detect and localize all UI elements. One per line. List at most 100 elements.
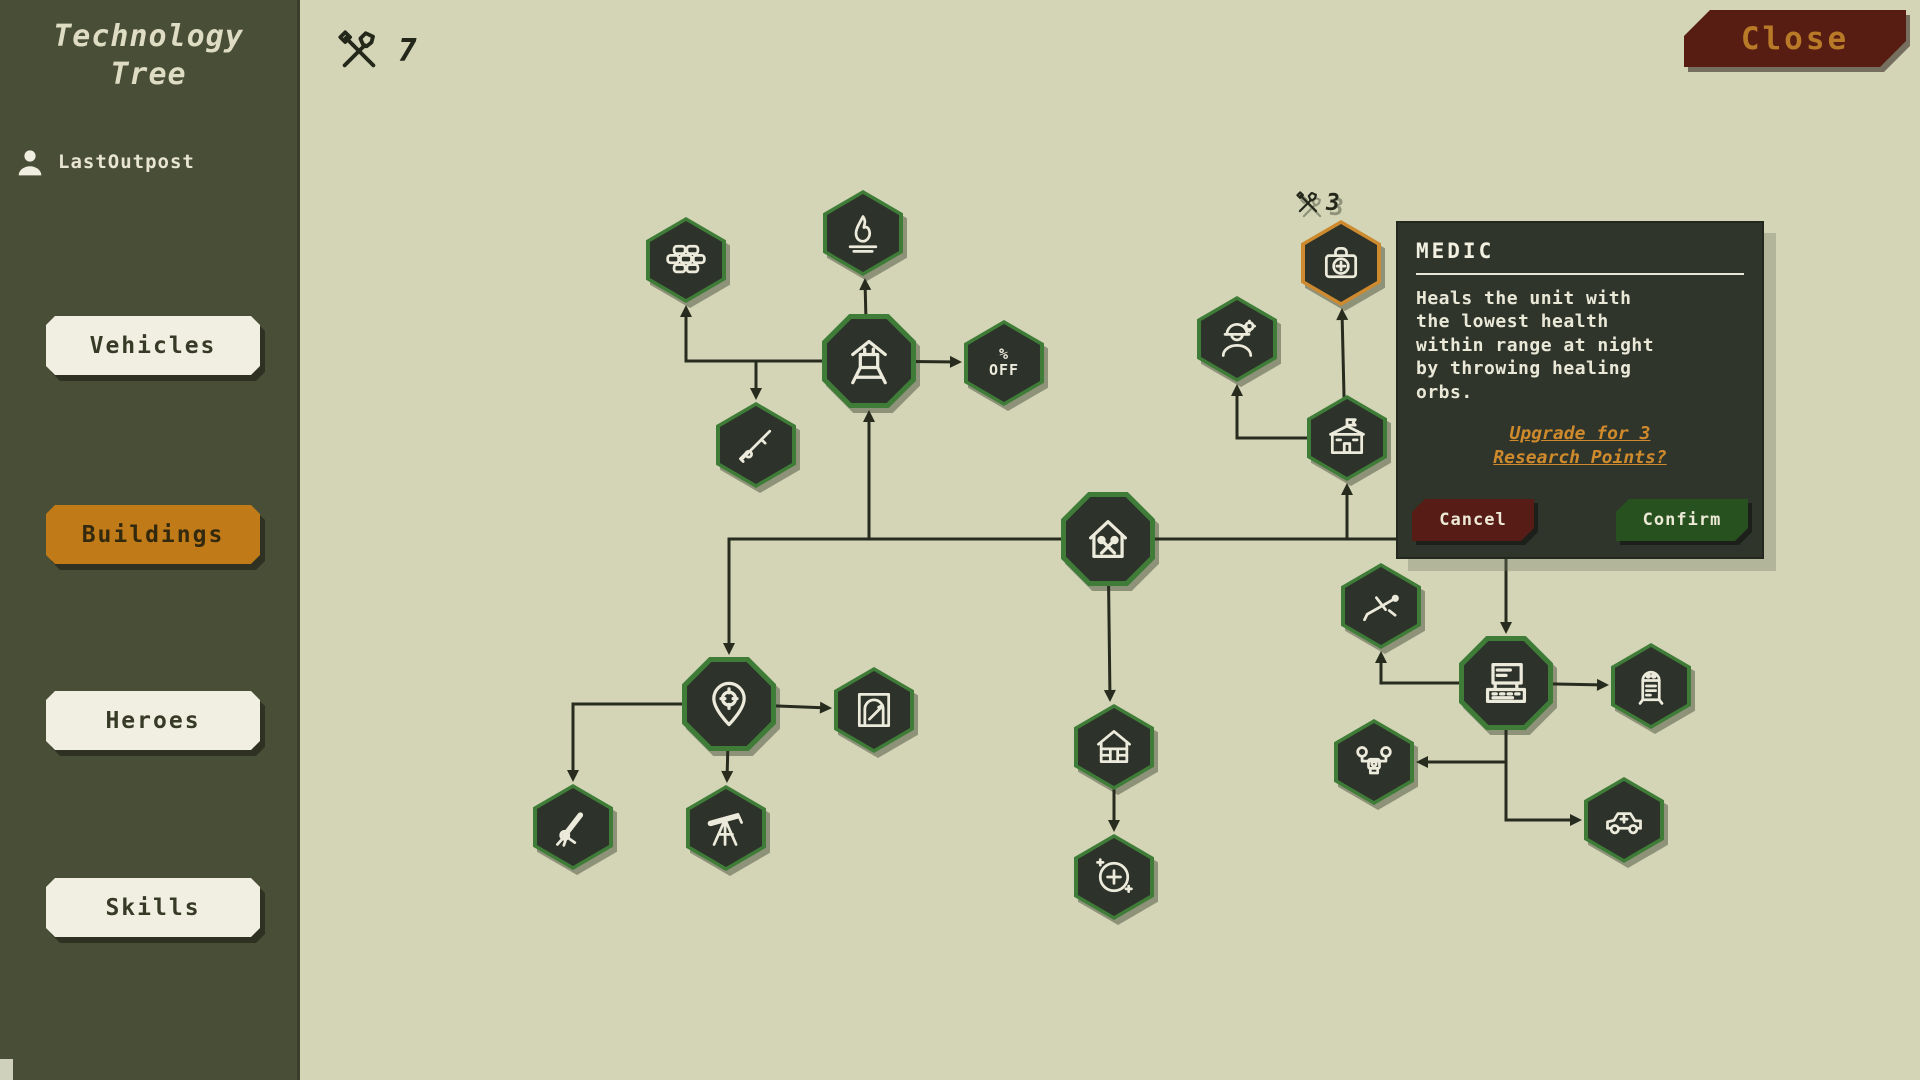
medic-car-icon <box>1606 812 1642 835</box>
tab-heroes[interactable]: Heroes <box>46 691 260 750</box>
command-center-icon <box>1485 662 1527 704</box>
node-border <box>533 784 613 870</box>
node-face <box>1078 838 1150 916</box>
fire-trap-icon <box>848 215 878 253</box>
node-border <box>822 314 916 408</box>
node-border <box>1197 296 1277 382</box>
tech-node-school[interactable] <box>1307 395 1387 481</box>
tech-node-scout-pin[interactable] <box>682 657 776 751</box>
user-name: LastOutpost <box>58 151 195 173</box>
confirm-button[interactable]: Confirm <box>1616 499 1748 541</box>
node-border <box>1341 563 1421 649</box>
node-border <box>1074 834 1154 920</box>
tech-node-fire-trap[interactable] <box>823 190 903 276</box>
close-button[interactable]: Close <box>1684 10 1906 67</box>
tooltip-divider <box>1416 273 1744 275</box>
tech-node-medic[interactable]: 3 <box>1296 190 1381 306</box>
tech-node-rifleman[interactable] <box>716 402 796 488</box>
node-face <box>1338 723 1410 801</box>
node-face <box>537 788 609 866</box>
sidebar: Technology Tree LastOutpost Vehicles Bui… <box>0 0 300 1080</box>
tech-node-heal-station[interactable] <box>1074 834 1154 920</box>
tree-edge <box>567 702 729 782</box>
upgrade-link[interactable]: Upgrade for 3 Research Points? <box>1493 422 1667 469</box>
mortar-icon <box>556 812 584 847</box>
node-border <box>834 667 914 753</box>
cancel-button[interactable]: Cancel <box>1412 499 1534 541</box>
tech-node-workshop[interactable] <box>1061 492 1155 586</box>
node-face <box>687 662 771 746</box>
robot-icon <box>1638 670 1664 705</box>
node-border <box>716 402 796 488</box>
tree-edge <box>723 537 1108 655</box>
node-border <box>1459 636 1553 730</box>
tooltip-description: Heals the unit with the lowest health wi… <box>1416 288 1655 403</box>
tech-node-watchtower[interactable] <box>822 314 916 408</box>
node-border <box>1301 220 1381 306</box>
engineer-icon <box>1221 319 1256 357</box>
node-border <box>1584 777 1664 863</box>
node-face <box>1588 781 1660 859</box>
tech-node-plane[interactable] <box>1341 563 1421 649</box>
plane-icon <box>1363 594 1399 622</box>
node-border <box>1334 719 1414 805</box>
sniper-tripod-icon <box>707 812 743 846</box>
node-face <box>1345 567 1417 645</box>
tech-node-discount[interactable]: %OFF <box>964 320 1044 406</box>
crossed-tools-icon <box>338 30 376 68</box>
crossed-tools-icon <box>1296 191 1318 213</box>
sandbags-icon <box>666 244 706 274</box>
node-border <box>1611 643 1691 729</box>
node-face: %OFF <box>968 324 1040 402</box>
scout-pin-icon <box>712 681 746 727</box>
cabin-icon <box>1097 730 1131 764</box>
node-border <box>1061 492 1155 586</box>
tech-node-drone[interactable] <box>1334 719 1414 805</box>
tech-node-medic-car[interactable] <box>1584 777 1664 863</box>
tab-buildings[interactable]: Buildings <box>46 505 260 564</box>
window-turret-icon <box>857 693 891 727</box>
node-face <box>838 671 910 749</box>
node-border <box>1074 704 1154 790</box>
node-face <box>827 194 899 272</box>
tech-node-cabin[interactable] <box>1074 704 1154 790</box>
node-face <box>650 221 722 299</box>
upgrade-cost: 3 <box>1326 190 1340 216</box>
upgrade-cost-badge: 3 <box>1295 190 1340 216</box>
node-face <box>720 406 792 484</box>
tooltip-actions: Cancel Confirm <box>1412 499 1748 541</box>
person-icon <box>14 146 46 178</box>
node-face <box>1464 641 1548 725</box>
node-label: %OFF <box>988 345 1020 379</box>
node-border <box>823 190 903 276</box>
research-points: 7 <box>336 28 417 74</box>
tech-node-sandbags[interactable] <box>646 217 726 303</box>
node-border <box>646 217 726 303</box>
tech-node-sniper-tripod[interactable] <box>686 785 766 871</box>
drone-icon <box>1356 746 1392 775</box>
node-border <box>682 657 776 751</box>
tech-node-robot[interactable] <box>1611 643 1691 729</box>
node-border <box>1307 395 1387 481</box>
tab-skills[interactable]: Skills <box>46 878 260 937</box>
node-face <box>1305 224 1377 302</box>
tech-node-mortar[interactable] <box>533 784 613 870</box>
tech-node-window-turret[interactable] <box>834 667 914 753</box>
school-icon <box>1329 418 1365 455</box>
node-face <box>1078 708 1150 786</box>
tab-vehicles[interactable]: Vehicles <box>46 316 260 375</box>
rifleman-icon <box>739 429 772 463</box>
node-face <box>1201 300 1273 378</box>
node-face <box>1066 497 1150 581</box>
heal-station-icon <box>1096 858 1133 894</box>
node-face <box>1311 399 1383 477</box>
tech-node-command-center[interactable] <box>1459 636 1553 730</box>
medic-icon <box>1324 246 1358 279</box>
node-face <box>1615 647 1687 725</box>
tech-node-engineer[interactable] <box>1197 296 1277 382</box>
workshop-icon <box>1089 520 1127 558</box>
research-points-count: 7 <box>398 33 417 69</box>
watchtower-icon <box>851 339 887 385</box>
